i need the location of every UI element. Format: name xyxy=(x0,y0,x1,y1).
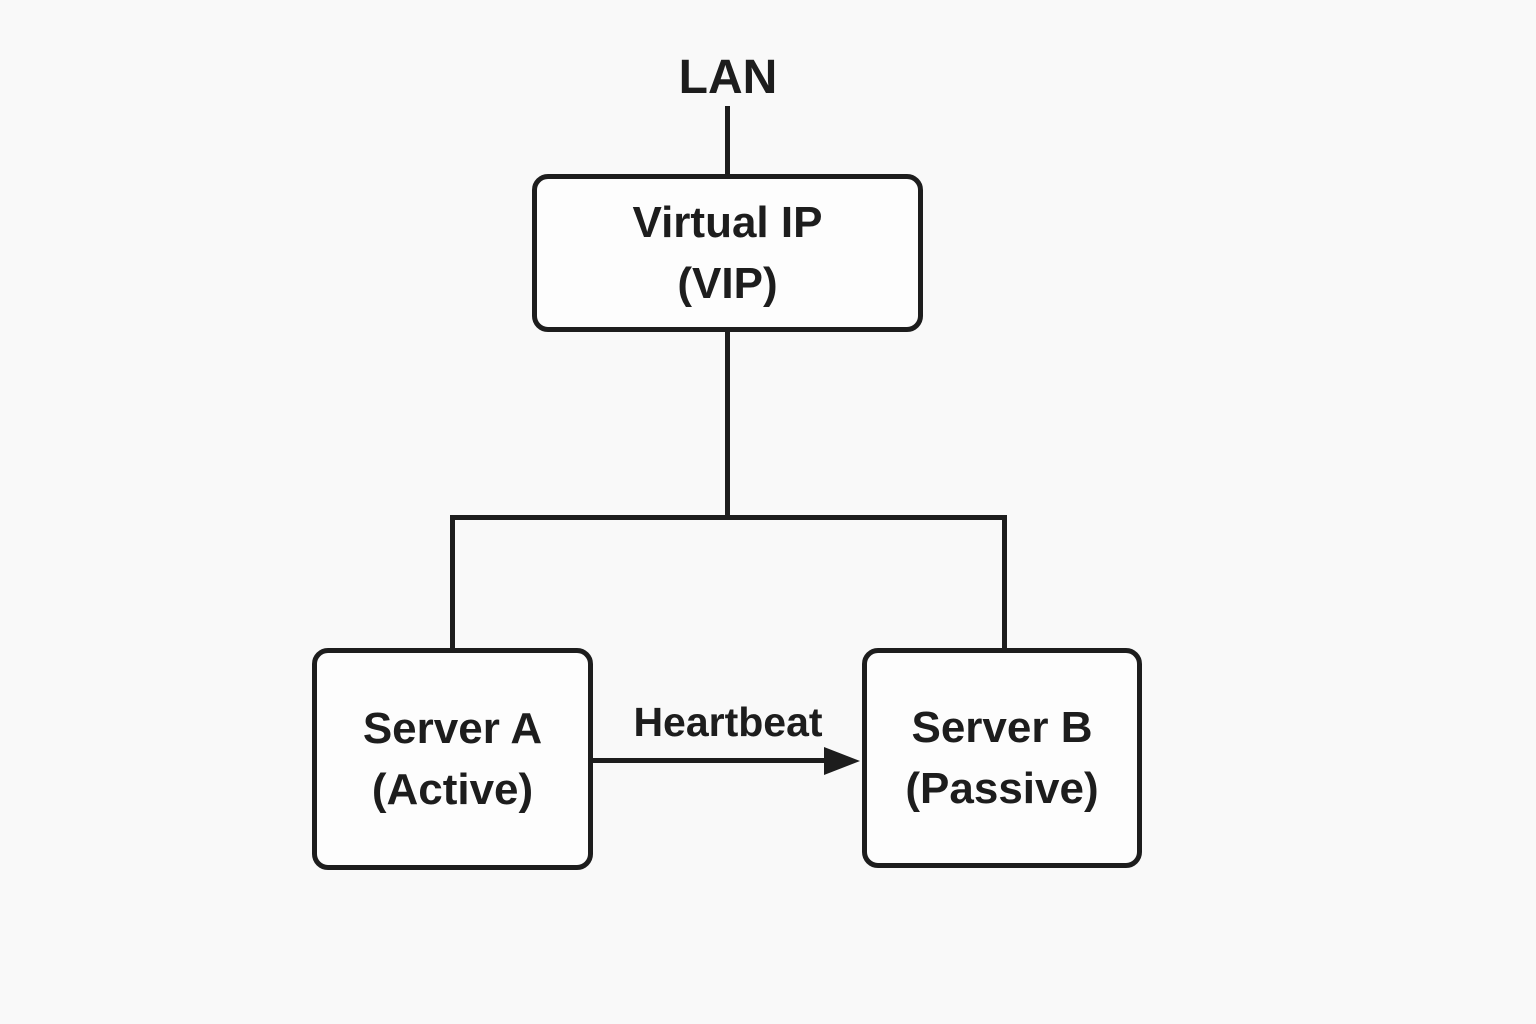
heartbeat-arrowhead-icon xyxy=(824,746,860,775)
lan-node-label: LAN xyxy=(678,51,778,104)
server-a-label-line2: (Active) xyxy=(371,765,534,814)
server-b-label-line1: Server B xyxy=(911,703,1093,752)
vip-node-label-line1: Virtual IP xyxy=(632,198,823,247)
edge-split-to-server-b xyxy=(1002,515,1007,650)
edge-lan-to-vip xyxy=(725,106,730,174)
edge-vip-to-split xyxy=(725,330,730,520)
heartbeat-edge-label: Heartbeat xyxy=(633,699,823,745)
server-b-node: Server B (Passive) xyxy=(862,648,1142,868)
server-a-label-line1: Server A xyxy=(362,704,543,753)
edge-split-to-server-a xyxy=(450,515,455,650)
server-a-node: Server A (Active) xyxy=(312,648,593,870)
edge-split-horizontal xyxy=(450,515,1007,520)
vip-node: Virtual IP (VIP) xyxy=(532,174,923,332)
server-b-label-line2: (Passive) xyxy=(905,764,1099,813)
vip-node-label-line2: (VIP) xyxy=(677,259,778,308)
heartbeat-edge-line xyxy=(593,758,827,763)
